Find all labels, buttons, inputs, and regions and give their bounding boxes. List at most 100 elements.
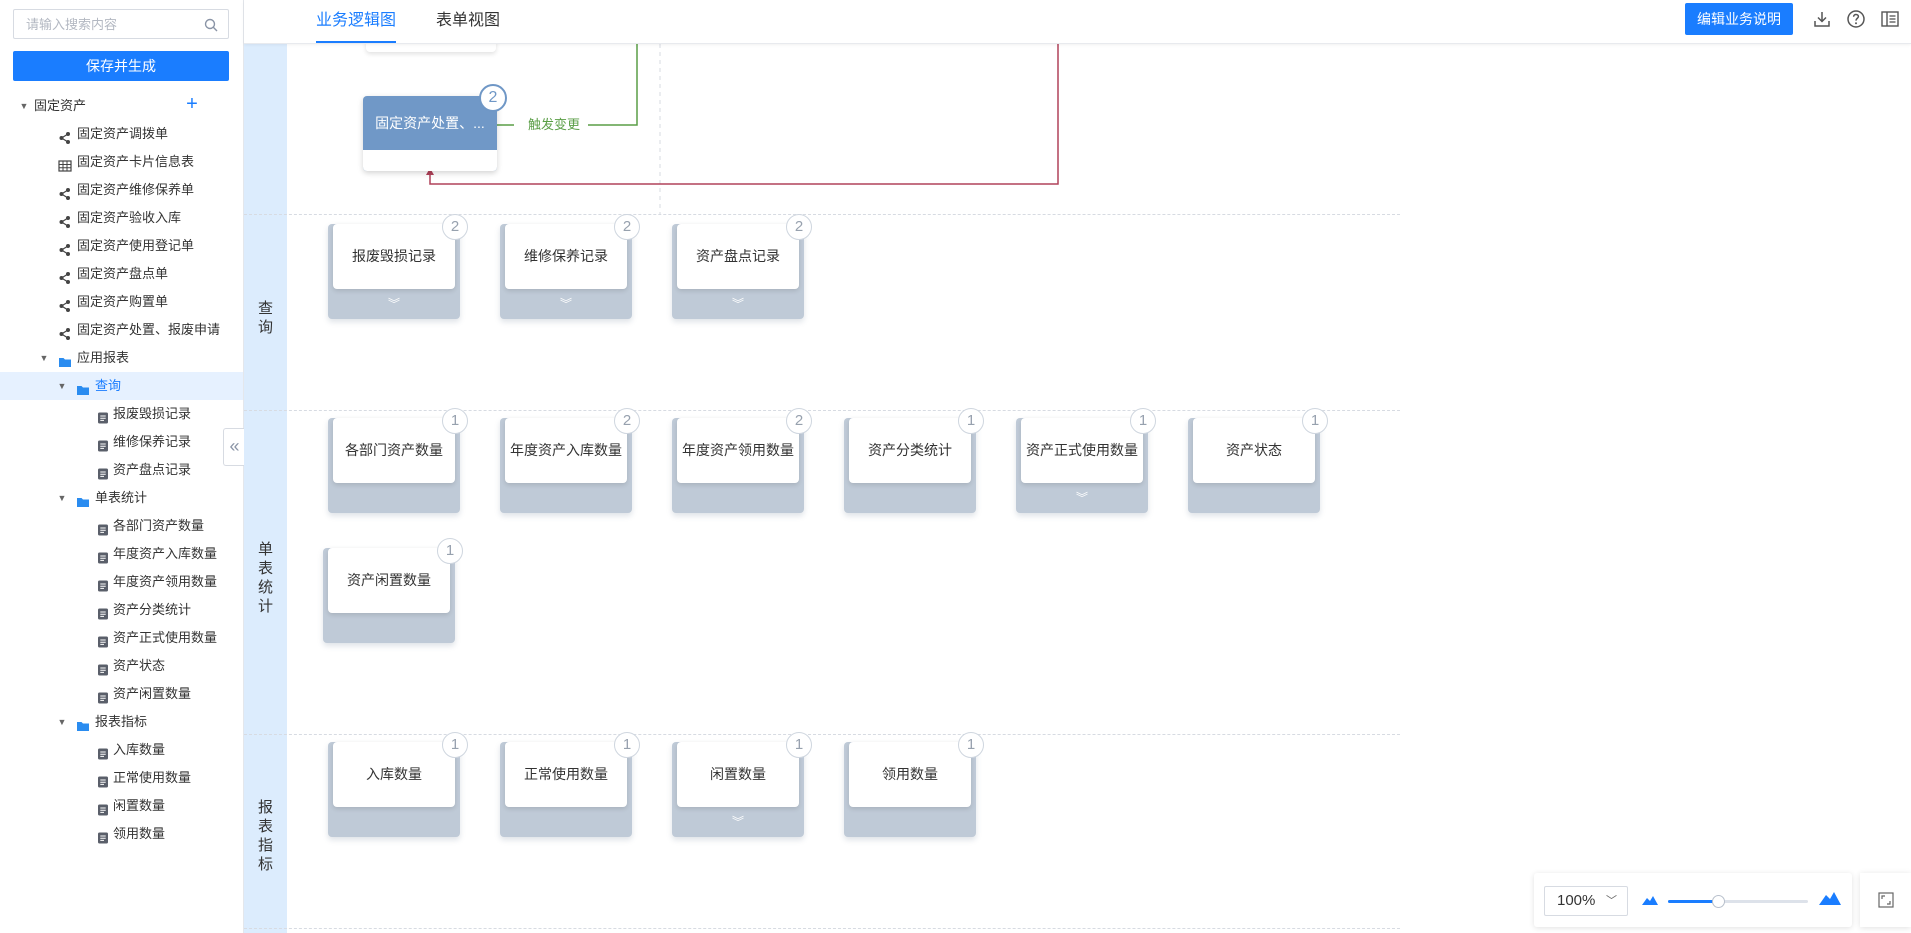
tree-item-label: 固定资产使用登记单 [77, 238, 195, 253]
expand-chevron-icon[interactable]: ︾ [731, 297, 744, 311]
upstream-card-fragment[interactable] [366, 44, 496, 52]
tree-item[interactable]: 各部门资产数量 [0, 512, 243, 540]
tree-item[interactable]: ▼应用报表 [0, 344, 243, 372]
report-icon [96, 827, 110, 844]
tree-item[interactable]: 正常使用数量 [0, 764, 243, 792]
share-icon [58, 183, 72, 200]
lane-divider [244, 734, 1400, 735]
tree-item[interactable]: 资产正式使用数量 [0, 624, 243, 652]
tab-business-logic[interactable]: 业务逻辑图 [316, 0, 397, 43]
tree-item[interactable]: 固定资产验收入库 [0, 204, 243, 232]
card-count-badge: 2 [786, 408, 812, 434]
expand-chevron-icon[interactable]: ︾ [387, 297, 400, 311]
caret-down-icon[interactable]: ▼ [19, 101, 29, 111]
zoom-control: 100%﹀ [1534, 873, 1852, 927]
folder-icon [76, 379, 90, 395]
tree-item[interactable]: 固定资产购置单 [0, 288, 243, 316]
lane-divider [244, 410, 1400, 411]
disposal-form-card[interactable]: 固定资产处置、... 2 [363, 84, 507, 171]
download-icon[interactable] [1812, 9, 1832, 29]
menu-outline-icon[interactable] [1880, 9, 1900, 29]
report-icon [96, 463, 110, 480]
zoom-in-icon[interactable] [1819, 891, 1841, 905]
tree-item[interactable]: 固定资产使用登记单 [0, 232, 243, 260]
tree-item[interactable]: 固定资产调拨单 [0, 120, 243, 148]
card-count-badge: 1 [958, 732, 984, 758]
tree-item[interactable]: 固定资产维修保养单 [0, 176, 243, 204]
card-count-badge: 1 [442, 732, 468, 758]
trigger-change-label: 触发变更 [524, 117, 585, 133]
zoom-level-select[interactable]: 100%﹀ [1544, 886, 1628, 916]
zoom-out-icon[interactable] [1642, 895, 1658, 905]
collapse-sidebar-icon[interactable]: « [223, 428, 245, 466]
tree-item[interactable]: 资产分类统计 [0, 596, 243, 624]
tree-item[interactable]: ▼查询 [0, 372, 243, 400]
tree-item[interactable]: 闲置数量 [0, 792, 243, 820]
tree-item[interactable]: 固定资产处置、报废申请 [0, 316, 243, 344]
folder-icon [76, 715, 90, 731]
caret-down-icon[interactable]: ▼ [57, 493, 67, 503]
caret-down-icon[interactable]: ▼ [57, 381, 67, 391]
tree-item-label: 各部门资产数量 [113, 518, 205, 533]
tree-item[interactable]: 领用数量 [0, 820, 243, 848]
card-count-badge: 1 [1130, 408, 1156, 434]
fit-view-control [1860, 873, 1911, 927]
tree-item-label: 资产分类统计 [113, 602, 192, 617]
tree-item[interactable]: 报废毁损记录 [0, 400, 243, 428]
add-icon[interactable]: + [186, 93, 198, 115]
share-icon [58, 239, 72, 256]
tree-item-label: 资产闲置数量 [113, 686, 192, 701]
zoom-slider-handle[interactable] [1712, 895, 1726, 908]
caret-down-icon[interactable]: ▼ [39, 353, 49, 363]
tree-item-label: 闲置数量 [113, 798, 166, 813]
help-icon[interactable] [1846, 9, 1866, 29]
tree-item[interactable]: ▼ 单表统计 [0, 484, 243, 512]
card-footer [363, 150, 497, 171]
tree-item[interactable]: 年度资产入库数量 [0, 540, 243, 568]
tree-item[interactable]: 年度资产领用数量 [0, 568, 243, 596]
report-icon [96, 799, 110, 816]
caret-down-icon[interactable]: ▼ [57, 717, 67, 727]
tree-item[interactable]: 入库数量 [0, 736, 243, 764]
tree-item[interactable]: ▼报表指标 [0, 708, 243, 736]
search-icon[interactable] [204, 18, 218, 32]
expand-chevron-icon[interactable]: ︾ [1075, 491, 1088, 505]
fit-screen-icon[interactable] [1878, 892, 1894, 908]
card-label: 正常使用数量 [505, 742, 627, 807]
tree-item[interactable]: 资产盘点记录 [0, 456, 243, 484]
lane-label-report-metrics: 报表指标 [257, 799, 273, 873]
tree-item[interactable]: 固定资产盘点单 [0, 260, 243, 288]
tree-item[interactable]: 固定资产卡片信息表 [0, 148, 243, 176]
tree-item-label: 单表统计 [95, 490, 148, 505]
zoom-slider[interactable] [1668, 895, 1808, 908]
tree-item[interactable]: 维修保养记录 [0, 428, 243, 456]
expand-chevron-icon[interactable]: ︾ [731, 815, 744, 829]
tab-form-view[interactable]: 表单视图 [436, 12, 501, 29]
lane-divider [244, 214, 1400, 215]
card-count-badge: 2 [442, 214, 468, 240]
edit-description-button[interactable]: 编辑业务说明 [1685, 3, 1793, 35]
tree-item[interactable]: 资产闲置数量 [0, 680, 243, 708]
expand-chevron-icon[interactable]: ︾ [559, 297, 572, 311]
card-label: 维修保养记录 [505, 224, 627, 289]
search-input[interactable] [14, 10, 200, 38]
tree-item[interactable]: 资产状态 [0, 652, 243, 680]
report-icon [96, 743, 110, 760]
tree-item[interactable]: ▼固定资产+ [0, 92, 243, 120]
save-and-generate-button[interactable]: 保存并生成 [13, 51, 229, 81]
